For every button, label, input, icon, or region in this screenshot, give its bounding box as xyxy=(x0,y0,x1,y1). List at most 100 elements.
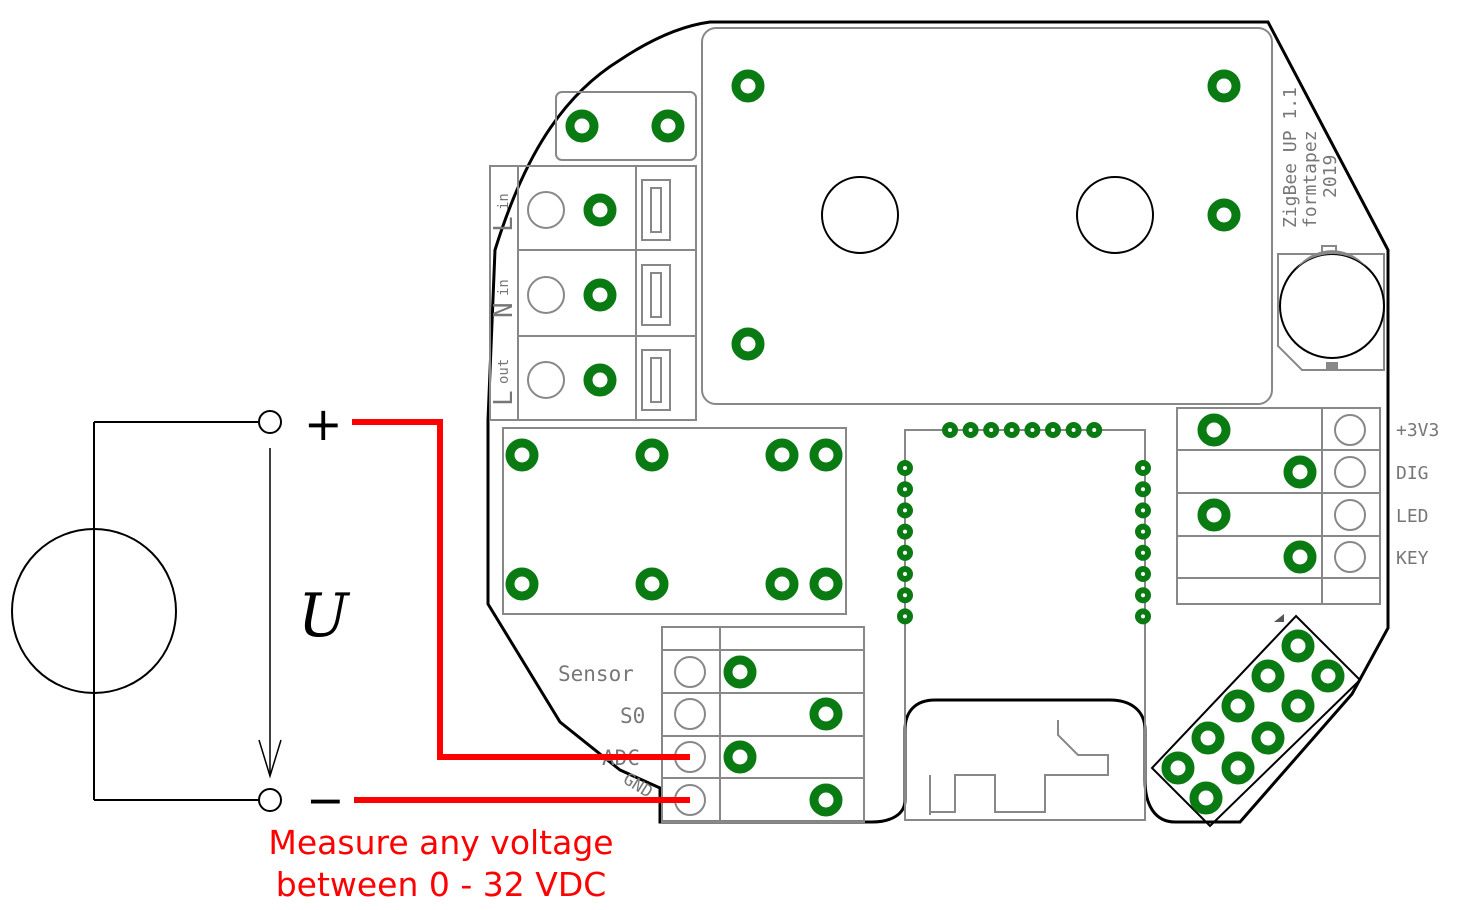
smd-pad xyxy=(1135,608,1151,625)
plus-sign: + xyxy=(304,397,343,451)
through-hole-pad xyxy=(1207,198,1241,232)
smd-pad xyxy=(1135,460,1151,476)
label-sensor: Sensor xyxy=(558,662,634,686)
smd-pad xyxy=(897,523,913,540)
through-hole-pad xyxy=(1197,498,1231,532)
smd-pad xyxy=(897,608,913,625)
smd-pad xyxy=(1135,544,1151,561)
label-3v3: +3V3 xyxy=(1396,420,1439,441)
coin-cell-holder xyxy=(1277,245,1385,371)
pads-layer xyxy=(505,69,1345,817)
label-led: LED xyxy=(1396,506,1429,527)
through-hole-pad xyxy=(635,438,669,472)
smd-pad xyxy=(897,544,913,561)
smd-pad xyxy=(897,587,913,604)
smd-pad xyxy=(897,566,913,582)
through-hole-pad xyxy=(583,363,617,397)
through-hole-pad xyxy=(809,697,843,731)
through-hole-pad xyxy=(809,438,843,472)
smd-pad xyxy=(1045,422,1061,438)
through-hole-pad xyxy=(765,567,799,601)
smd-pads-layer xyxy=(897,422,1151,625)
through-hole-pad xyxy=(1311,659,1345,693)
smd-pad xyxy=(1135,587,1151,604)
board-title: ZigBee UP 1.1 formtapez 2019 xyxy=(1280,87,1341,228)
through-hole-pad xyxy=(651,109,685,143)
through-hole-pad xyxy=(565,109,599,143)
through-hole-pad xyxy=(1251,659,1285,693)
through-hole-pad xyxy=(1283,540,1317,574)
through-hole-pad xyxy=(1281,629,1315,663)
terminal-plus[interactable] xyxy=(258,410,282,434)
pin1-marker xyxy=(1274,614,1284,622)
through-hole-pad xyxy=(1207,69,1241,103)
through-hole-pad xyxy=(505,438,539,472)
smd-pad xyxy=(897,481,913,498)
through-hole-pad xyxy=(1221,689,1255,723)
top-small-module xyxy=(555,91,697,161)
terminal-minus[interactable] xyxy=(258,788,282,812)
label-l-in-sub: in xyxy=(496,193,512,210)
label-l-in: L xyxy=(489,216,519,232)
through-hole-pad xyxy=(809,783,843,817)
through-hole-pad xyxy=(1161,751,1195,785)
through-hole-pad xyxy=(583,193,617,227)
label-n-in: N xyxy=(489,302,519,318)
through-hole-pad xyxy=(723,655,757,689)
through-hole-pad xyxy=(723,740,757,774)
voltage-arrow-head xyxy=(258,739,282,779)
through-hole-pad xyxy=(1189,781,1223,815)
through-hole-pad xyxy=(1283,455,1317,489)
mount-hole-left xyxy=(821,176,899,254)
label-key: KEY xyxy=(1396,548,1429,569)
through-hole-pad xyxy=(731,327,765,361)
through-hole-pad xyxy=(505,567,539,601)
through-hole-pad xyxy=(809,567,843,601)
smd-pad xyxy=(1135,481,1151,498)
right-header xyxy=(1176,407,1381,605)
through-hole-pad xyxy=(635,567,669,601)
smd-pad xyxy=(983,422,1000,438)
through-hole-pad xyxy=(1251,721,1285,755)
smd-pad xyxy=(942,422,958,438)
label-n-in-sub: in xyxy=(496,279,512,296)
relay-body xyxy=(701,27,1273,405)
label-l-out-sub: out xyxy=(496,359,512,384)
minus-sign: − xyxy=(306,773,345,827)
caption-line-2: between 0 - 32 VDC xyxy=(276,865,607,904)
through-hole-pad xyxy=(1281,689,1315,723)
label-dig: DIG xyxy=(1396,463,1429,484)
svg-text:2019: 2019 xyxy=(1320,155,1341,198)
through-hole-pad xyxy=(583,278,617,312)
red-wire-plus xyxy=(352,419,690,760)
smd-pad xyxy=(1065,422,1082,438)
smd-pad xyxy=(962,422,979,438)
through-hole-pad xyxy=(765,438,799,472)
isp-header-outline xyxy=(1150,614,1362,828)
caption-line-1: Measure any voltage xyxy=(268,823,613,862)
smd-pad xyxy=(1024,422,1041,438)
voltage-symbol: U xyxy=(298,581,351,651)
label-l-out: L xyxy=(489,390,519,406)
label-s0: S0 xyxy=(620,704,645,728)
smd-pad xyxy=(897,460,913,476)
voltage-source xyxy=(11,422,177,800)
smd-pad xyxy=(1135,566,1151,582)
sensor-header xyxy=(661,626,865,823)
lower-left-component xyxy=(502,427,847,615)
svg-text:ZigBee UP 1.1: ZigBee UP 1.1 xyxy=(1280,87,1301,228)
smd-pad xyxy=(1003,422,1020,438)
smd-pad xyxy=(897,502,913,519)
smd-pad xyxy=(1135,523,1151,540)
smd-pad xyxy=(1086,422,1103,438)
through-hole-pad xyxy=(1191,721,1225,755)
through-hole-pad xyxy=(731,69,765,103)
svg-text:formtapez: formtapez xyxy=(1300,130,1321,228)
terminal-block xyxy=(489,165,697,421)
smd-pad xyxy=(1135,502,1151,519)
mount-hole-right xyxy=(1076,176,1154,254)
zigbee-module xyxy=(904,429,1146,821)
through-hole-pad xyxy=(1197,413,1231,447)
through-hole-pad xyxy=(1221,751,1255,785)
